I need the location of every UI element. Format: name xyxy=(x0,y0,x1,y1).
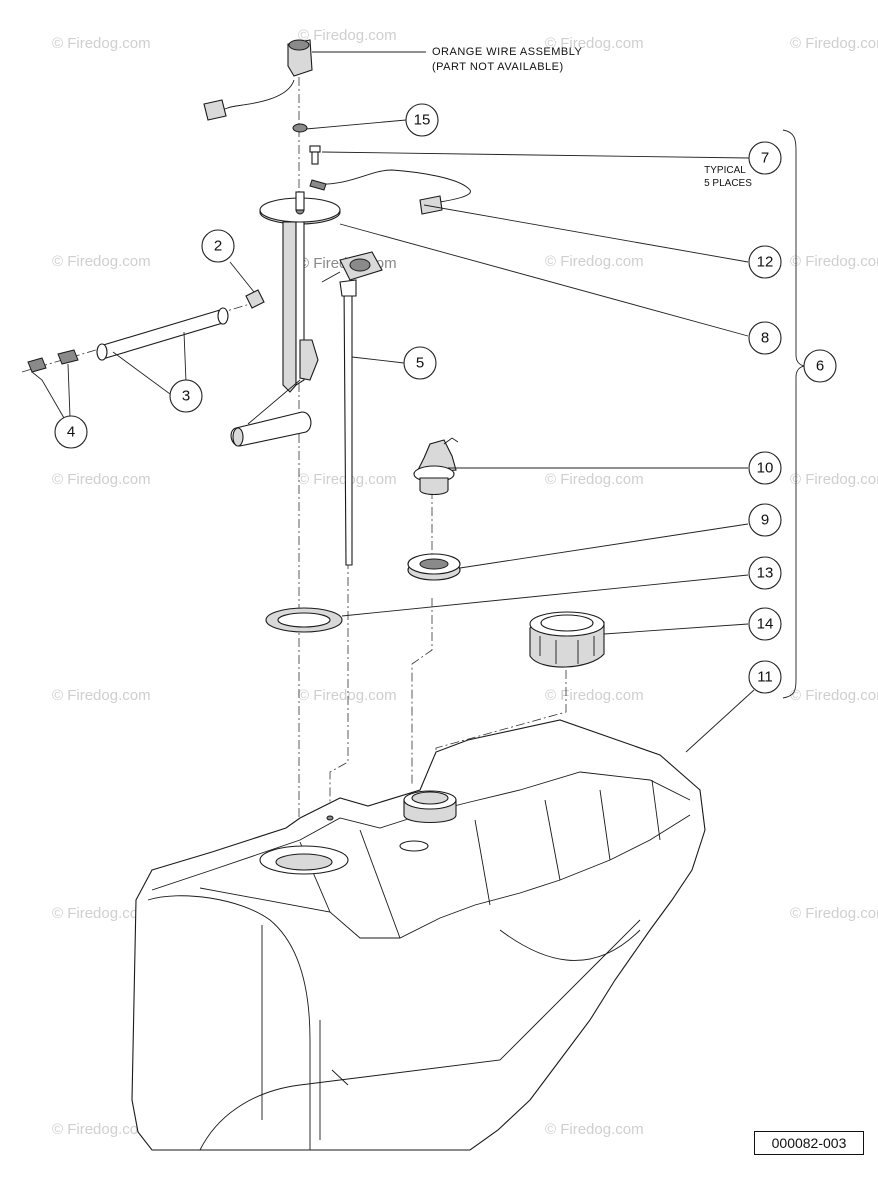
vent-valve xyxy=(413,437,459,496)
watermarks: © Firedog.com © Firedog.com © Firedog.co… xyxy=(52,27,878,1138)
callout-label: 6 xyxy=(816,358,824,375)
callout-3: 3 xyxy=(169,379,203,413)
callout-7: 7 xyxy=(748,141,782,175)
watermark: © Firedog.com xyxy=(545,471,644,488)
watermark: © Firedog.com xyxy=(52,905,151,922)
callout-label: 9 xyxy=(761,512,769,529)
watermark: © Firedog.com xyxy=(790,687,878,704)
watermark: © Firedog.com xyxy=(790,253,878,270)
callout-2: 2 xyxy=(201,229,235,263)
watermark: © Firedog.com xyxy=(545,687,644,704)
watermark: © Firedog.com xyxy=(545,1121,644,1138)
watermark: © Firedog.com xyxy=(52,1121,151,1138)
callout-label: 10 xyxy=(757,460,774,477)
callout-6: 6 xyxy=(803,349,837,383)
orange-wire-assembly xyxy=(203,39,471,215)
typical-note-line2: 5 PLACES xyxy=(704,178,752,189)
watermark: © Firedog.com xyxy=(545,253,644,270)
callout-label: 14 xyxy=(757,616,774,633)
watermark: © Firedog.com xyxy=(52,35,151,52)
watermark: © Firedog.com xyxy=(790,905,878,922)
callout-5: 5 xyxy=(403,346,437,380)
callout-12: 12 xyxy=(748,245,782,279)
fuel-hose-and-clamps xyxy=(27,289,265,373)
callout-label: 13 xyxy=(757,565,774,582)
callout-10: 10 xyxy=(748,451,782,485)
grommet xyxy=(407,553,461,581)
fuel-cap xyxy=(529,611,605,668)
callout-9: 9 xyxy=(748,503,782,537)
callout-label: 3 xyxy=(182,388,190,405)
callout-8: 8 xyxy=(748,321,782,355)
watermark: © Firedog.com xyxy=(52,471,151,488)
callout-4: 4 xyxy=(54,415,88,449)
callout-label: 12 xyxy=(757,254,774,271)
callout-label: 2 xyxy=(214,238,222,255)
gasket xyxy=(265,607,343,633)
orange-wire-note-line2: (PART NOT AVAILABLE) xyxy=(432,61,564,73)
watermark: © Firedog.com xyxy=(545,35,644,52)
assembly-bracket-6 xyxy=(782,129,807,699)
callout-label: 5 xyxy=(416,355,424,372)
callout-label: 11 xyxy=(757,669,773,686)
watermark: © Firedog.com xyxy=(790,35,878,52)
callout-11: 11 xyxy=(748,660,782,694)
figure-id: 000082-003 xyxy=(754,1131,864,1155)
fuel-tank xyxy=(131,719,706,1151)
watermark: © Firedog.com xyxy=(298,687,397,704)
callout-label: 7 xyxy=(761,150,769,167)
watermark: © Firedog.com xyxy=(52,253,151,270)
callout-15: 15 xyxy=(405,103,439,137)
leader-lines xyxy=(31,51,755,753)
watermark: © Firedog.com xyxy=(52,687,151,704)
orange-wire-note-line1: ORANGE WIRE ASSEMBLY xyxy=(432,46,583,58)
callout-14: 14 xyxy=(748,607,782,641)
typical-note-line1: TYPICAL xyxy=(704,165,746,176)
callout-13: 13 xyxy=(748,556,782,590)
fuel-sending-unit xyxy=(230,191,383,566)
watermark: © Firedog.com xyxy=(790,471,878,488)
callout-label: 15 xyxy=(414,112,431,129)
callout-label: 8 xyxy=(761,330,769,347)
watermark: © Firedog.com xyxy=(298,27,397,44)
callout-label: 4 xyxy=(67,424,75,441)
